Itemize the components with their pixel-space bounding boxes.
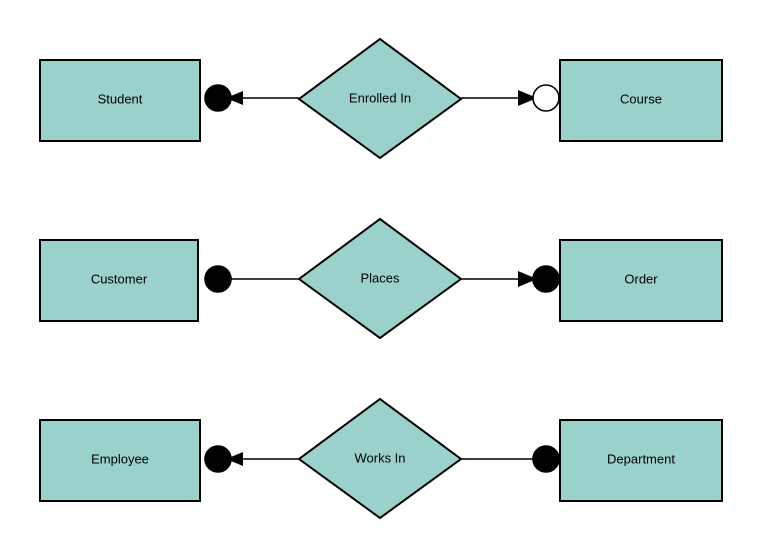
entity-customer[interactable]: Customer xyxy=(39,239,199,322)
cardinality-marker-filled-student[interactable] xyxy=(204,84,232,112)
relationship-works-in[interactable]: Works In xyxy=(297,397,463,520)
arrow-head-left-row-3 xyxy=(226,452,243,466)
relationship-works-in-diamond[interactable] xyxy=(297,397,463,520)
relationship-works-in-label: Works In xyxy=(354,450,405,465)
entity-department-box[interactable] xyxy=(559,419,723,502)
entity-department[interactable]: Department xyxy=(559,419,723,502)
cardinality-marker-open-course[interactable] xyxy=(532,84,560,112)
entity-course-box[interactable] xyxy=(559,59,723,142)
entity-student-box[interactable] xyxy=(39,59,201,142)
relationship-places-label: Places xyxy=(360,270,400,285)
entity-order-label: Order xyxy=(624,271,658,286)
relationship-enrolled-in[interactable]: Enrolled In xyxy=(297,37,463,160)
entity-customer-box[interactable] xyxy=(39,239,199,322)
entity-customer-label: Customer xyxy=(91,271,148,286)
relationship-places[interactable]: Places xyxy=(297,217,463,340)
relationship-enrolled-in-diamond[interactable] xyxy=(297,37,463,160)
arrow-head-right-row-2 xyxy=(518,271,537,287)
relationship-group-row-2: Customer Places Order xyxy=(39,217,723,340)
relationship-group-row-1: Student Enrolled In Course xyxy=(39,37,723,160)
relationship-places-diamond[interactable] xyxy=(297,217,463,340)
entity-employee[interactable]: Employee xyxy=(39,419,201,502)
entity-department-label: Department xyxy=(607,451,675,466)
cardinality-marker-filled-employee[interactable] xyxy=(204,445,232,473)
cardinality-marker-filled-order[interactable] xyxy=(532,265,560,293)
entity-employee-box[interactable] xyxy=(39,419,201,502)
entity-order-box[interactable] xyxy=(559,239,723,322)
cardinality-marker-filled-customer[interactable] xyxy=(204,265,232,293)
arrow-head-right-row-1 xyxy=(518,90,537,106)
relationship-enrolled-in-label: Enrolled In xyxy=(349,90,411,105)
arrow-head-left-row-1 xyxy=(226,91,243,105)
entity-course-label: Course xyxy=(620,91,662,106)
entity-course[interactable]: Course xyxy=(559,59,723,142)
relationship-group-row-3: Employee Works In Department xyxy=(39,397,723,520)
entity-employee-label: Employee xyxy=(91,451,149,466)
entity-student[interactable]: Student xyxy=(39,59,201,142)
entity-student-label: Student xyxy=(98,91,143,106)
entity-order[interactable]: Order xyxy=(559,239,723,322)
cardinality-marker-filled-department[interactable] xyxy=(532,445,560,473)
